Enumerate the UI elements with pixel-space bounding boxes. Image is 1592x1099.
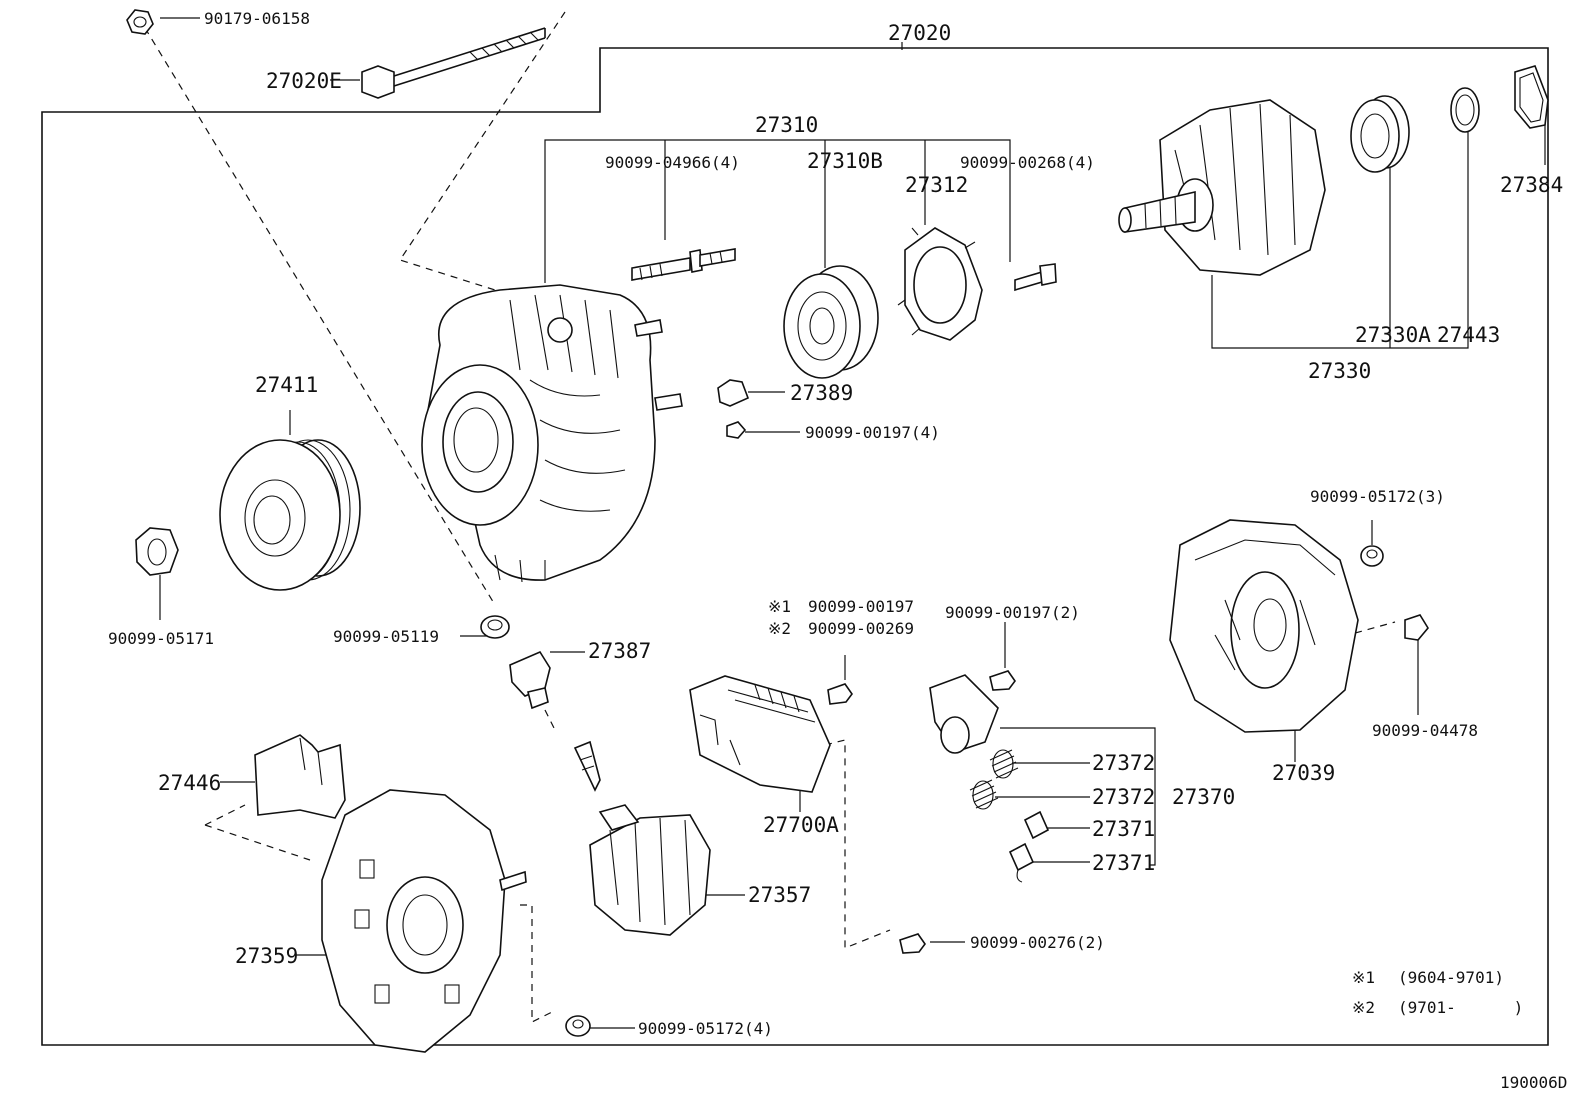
label-retainer: 27312 (905, 173, 968, 197)
label-brush-a: 27371 (1092, 817, 1155, 841)
label-assembly: 27020 (888, 21, 951, 45)
brush-screw-icon (989, 670, 1016, 691)
label-stud: 90099-04966(4) (605, 153, 740, 172)
cover-ring-icon (1514, 65, 1549, 129)
note-1-range: (9604-9701) (1398, 968, 1504, 987)
label-rectifier: 27357 (748, 883, 811, 907)
leader-brush-bracket (1000, 727, 1156, 866)
label-nut-bottom: 90099-05172(4) (638, 1019, 773, 1038)
insulator-icon (717, 379, 750, 407)
front-frame-icon (421, 284, 683, 583)
label-nut-top: 90179-06158 (204, 9, 310, 28)
dash-bottom-nut (520, 904, 553, 1023)
label-bolt-cover: 90099-04478 (1372, 721, 1478, 740)
dash-regulator-screw (824, 739, 891, 949)
leader-rotor-bracket (1211, 100, 1469, 349)
dash-insulator (544, 709, 556, 731)
screw-retainer-icon (1014, 263, 1057, 292)
label-bearing-rear: 27330A (1355, 323, 1431, 347)
assembly-border (41, 47, 1549, 1046)
label-brush-b: 27371 (1092, 851, 1155, 875)
screw-insulator-icon (726, 421, 747, 439)
ring-icon (1450, 87, 1480, 133)
label-rotor: 27330 (1308, 359, 1371, 383)
nut-cover-icon (1360, 545, 1384, 567)
rear-bearing-icon (1350, 95, 1410, 173)
label-screw-insulator: 90099-00197(4) (805, 423, 940, 442)
label-brush-screw: 90099-00197(2) (945, 603, 1080, 622)
spring-a-icon (989, 749, 1019, 779)
label-pulley-nut: 90099-05171 (108, 629, 214, 648)
note-2-mark: ※2 (1352, 998, 1375, 1017)
rectifier-icon (573, 740, 711, 936)
pulley-icon (219, 439, 361, 591)
nut-top-icon (126, 9, 154, 35)
stud-bolt-icon (631, 248, 736, 281)
label-spring-a: 27372 (1092, 751, 1155, 775)
label-brush-holder: 27370 (1172, 785, 1235, 809)
reg-screw-icon (827, 683, 853, 705)
cover-plate-icon (254, 734, 346, 819)
label-screw-bottom: 90099-00276(2) (970, 933, 1105, 952)
brush-b-icon (1008, 842, 1035, 883)
note-2-range: (9701- ) (1398, 998, 1523, 1017)
note-1-mark: ※1 (1352, 968, 1375, 987)
label-rear-cover: 27039 (1272, 761, 1335, 785)
label-reg-screw1: 90099-00197 (808, 597, 914, 616)
terminal-insulator-icon (509, 650, 551, 710)
dash-nut-to-terminal (144, 27, 496, 606)
figure-id: 190006D (1500, 1073, 1567, 1092)
dash-bolt (399, 11, 566, 291)
label-reg-screw2: 90099-00269 (808, 619, 914, 638)
dash-cover-bolt (1329, 621, 1396, 641)
label-cover-plate: 27446 (158, 771, 221, 795)
label-reg-mark2: ※2 (768, 619, 791, 638)
label-spring-b: 27372 (1092, 785, 1155, 809)
label-nut-term: 90099-05119 (333, 627, 439, 646)
brush-a-icon (1023, 810, 1050, 840)
label-frame-assy: 27310 (755, 113, 818, 137)
nut-bottom-icon (565, 1015, 591, 1037)
label-bearing-front: 27310B (807, 149, 883, 173)
regulator-icon (689, 675, 831, 793)
rotor-icon (1118, 99, 1326, 276)
brush-holder-icon (929, 674, 999, 754)
label-rect-holder: 27359 (235, 944, 298, 968)
screw-bottom-icon (899, 933, 926, 954)
front-bearing-icon (783, 265, 879, 379)
label-reg-mark1: ※1 (768, 597, 791, 616)
label-regulator: 27700A (763, 813, 839, 837)
label-screw-retainer: 90099-00268(4) (960, 153, 1095, 172)
label-nut-cover: 90099-05172(3) (1310, 487, 1445, 506)
label-insulator: 27389 (790, 381, 853, 405)
label-cover-ring: 27384 (1500, 173, 1563, 197)
bolt-cover-icon (1404, 614, 1429, 641)
through-bolt-icon (361, 27, 546, 99)
pulley-nut-icon (135, 527, 179, 576)
rear-cover-icon (1169, 519, 1359, 733)
label-pulley: 27411 (255, 373, 318, 397)
spring-b-icon (969, 779, 999, 810)
nut-term-icon (480, 615, 510, 639)
leader-frame-bracket (544, 139, 1011, 283)
retainer-icon (897, 227, 983, 341)
label-ring: 27443 (1437, 323, 1500, 347)
dash-cover-plate (204, 804, 246, 826)
dash-cover-plate-2 (204, 824, 311, 861)
rectifier-holder-icon (321, 789, 527, 1053)
label-through-bolt: 27020E (266, 69, 342, 93)
label-terminal-insulator: 27387 (588, 639, 651, 663)
